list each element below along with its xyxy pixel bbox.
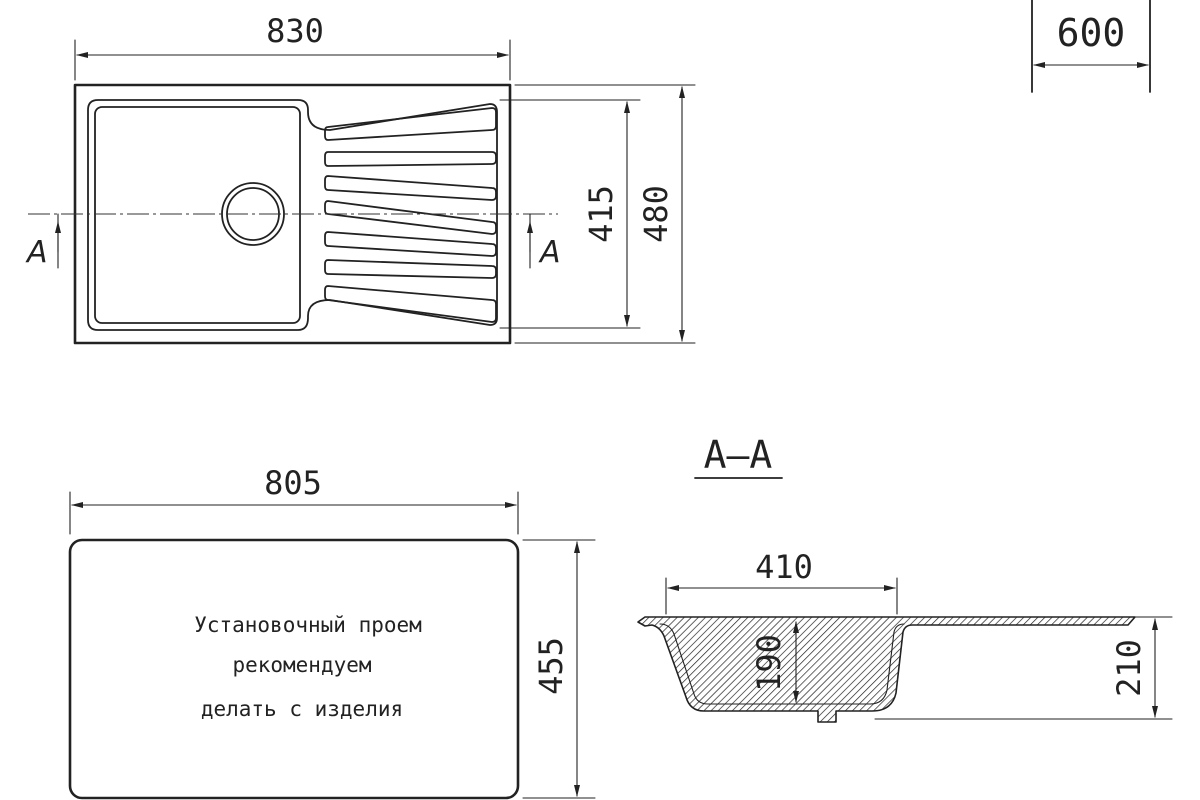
dim-210-label: 210 — [1110, 639, 1148, 697]
drainer-rib — [324, 151, 497, 167]
section-title: A–A — [704, 433, 773, 477]
dim-415-label: 415 — [582, 185, 620, 243]
dim-805-label: 805 — [264, 464, 322, 502]
cutout-view: 805 455 Установочный проем рекомендуем д… — [68, 464, 596, 800]
drainer-rib — [324, 175, 497, 201]
dim-455-label: 455 — [532, 637, 570, 695]
drainer-ribs — [324, 107, 497, 323]
section-mark-right-label: A — [538, 235, 561, 270]
dim-830-label: 830 — [266, 12, 324, 50]
cutout-note-line-1: Установочный проем — [194, 613, 422, 637]
cutout-note-line-2: рекомендуем — [232, 653, 371, 677]
cabinet-dimension: 600 — [1031, 0, 1151, 93]
drainer-rib — [324, 107, 497, 141]
drainer-rib — [324, 259, 497, 279]
section-profile — [637, 616, 1136, 723]
drainer-rib — [324, 231, 497, 257]
dim-410-label: 410 — [755, 548, 813, 586]
dim-600-label: 600 — [1057, 11, 1126, 55]
dim-480-label: 480 — [637, 185, 675, 243]
dim-190-label: 190 — [750, 634, 788, 692]
bowl-outline — [87, 99, 498, 331]
drainer-rib — [324, 285, 497, 323]
drainer-rib — [324, 200, 497, 235]
section-view: A–A 410 190 210 — [637, 433, 1173, 723]
section-mark-left-label: A — [25, 235, 48, 270]
top-view: A A 830 415 480 — [25, 12, 696, 345]
cutout-outline — [68, 538, 520, 800]
cutout-note-line-3: делать с изделия — [201, 697, 403, 721]
bowl-inner — [94, 106, 301, 324]
section-inner-surface — [659, 623, 905, 705]
